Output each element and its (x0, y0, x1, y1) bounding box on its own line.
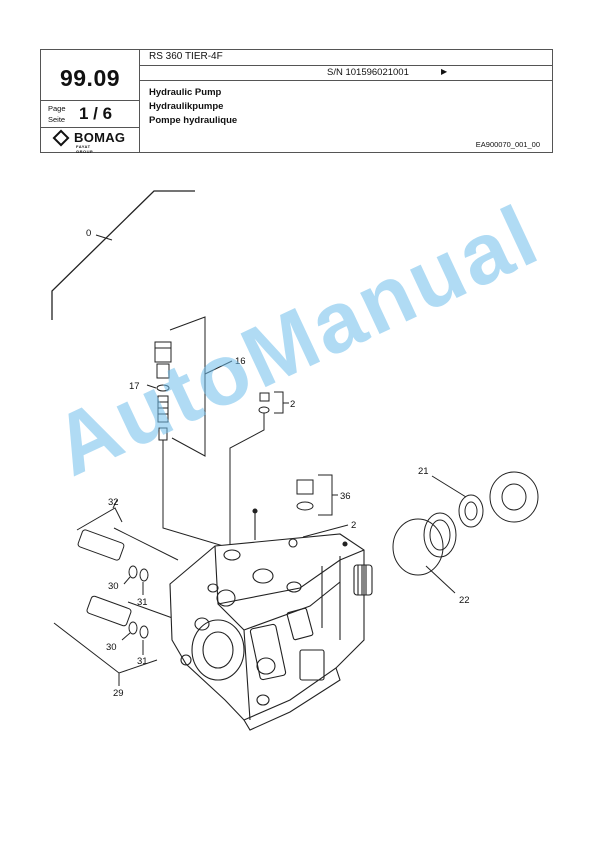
pump-port-flange (191, 619, 245, 681)
callout-2-top: 2 (290, 399, 295, 410)
callout-22: 22 (459, 595, 470, 606)
plug-36 (296, 479, 314, 495)
fitting-body (156, 363, 170, 379)
leader-16 (204, 360, 233, 375)
callout-36: 36 (340, 491, 351, 502)
logo-subtitle: FAYAT GROUP (76, 144, 94, 154)
callout-31-lower: 31 (137, 656, 148, 667)
o-ring-22 (392, 518, 444, 576)
callout-30-lower: 30 (106, 642, 117, 653)
leader-21 (431, 475, 467, 498)
model-row: RS 360 TIER-4F (139, 50, 552, 66)
title-block-left: 99.09 Page Seite 1 / 6 BOMAG FAYAT GROUP (41, 50, 140, 154)
serial-number: S/N 101596021001 (327, 67, 409, 78)
valve-cartridge-29 (86, 595, 132, 627)
drive-shaft-spline (353, 564, 373, 596)
page-indicator: Page Seite 1 / 6 (41, 100, 139, 128)
leader-2b (302, 524, 349, 538)
title-block: 99.09 Page Seite 1 / 6 BOMAG FAYAT GROUP… (40, 49, 553, 154)
part-titles: Hydraulic Pump Hydraulikpumpe Pompe hydr… (149, 86, 237, 128)
bracket-36 (318, 474, 333, 516)
section-number: 99.09 (59, 65, 121, 91)
leader-30a (123, 576, 131, 585)
page-number: 1 / 6 (79, 104, 113, 123)
shaft-seal (423, 512, 457, 558)
title-french: Pompe hydraulique (149, 115, 238, 126)
callout-2-lower: 2 (351, 520, 356, 531)
callout-30-upper: 30 (108, 581, 119, 592)
title-german: Hydraulikpumpe (149, 101, 224, 112)
model-name: RS 360 TIER-4F (149, 51, 223, 62)
callout-31-upper: 31 (137, 597, 148, 608)
document-reference: EA900070_001_00 (475, 140, 540, 149)
arrow-right-icon: ▶ (441, 67, 448, 76)
callout-0: 0 (86, 228, 91, 239)
callout-17: 17 (129, 381, 140, 392)
callout-32: 32 (108, 497, 119, 508)
bracket-0 (51, 190, 195, 320)
o-ring-17 (156, 384, 170, 392)
shim-plate (489, 471, 539, 523)
leader-30b (121, 632, 131, 641)
valve-cartridge-32 (77, 529, 125, 561)
bearing-21 (458, 494, 484, 528)
control-block (286, 607, 314, 641)
bracket-32 (76, 507, 123, 531)
page-label-de: Seite (48, 115, 66, 124)
spring-fitting (157, 395, 169, 423)
logo-brand: BOMAG (74, 130, 126, 145)
callout-29: 29 (113, 688, 124, 699)
leader-22 (425, 565, 456, 594)
plug-2 (259, 392, 270, 402)
port-top (223, 549, 241, 561)
callout-21: 21 (418, 466, 429, 477)
seal-36 (296, 501, 314, 511)
leader-17 (146, 384, 157, 389)
callout-16: 16 (235, 356, 246, 367)
page-label-en: Page (48, 104, 66, 113)
fitting-nut (154, 341, 172, 363)
leader-0 (95, 234, 113, 241)
bracket-2 (274, 391, 284, 414)
assembly-line-2 (229, 413, 265, 555)
title-english: Hydraulic Pump (149, 87, 222, 98)
serial-row: S/N 101596021001 ▶ (139, 65, 552, 81)
pump-housing (169, 508, 373, 731)
bracket-16 (169, 316, 206, 457)
